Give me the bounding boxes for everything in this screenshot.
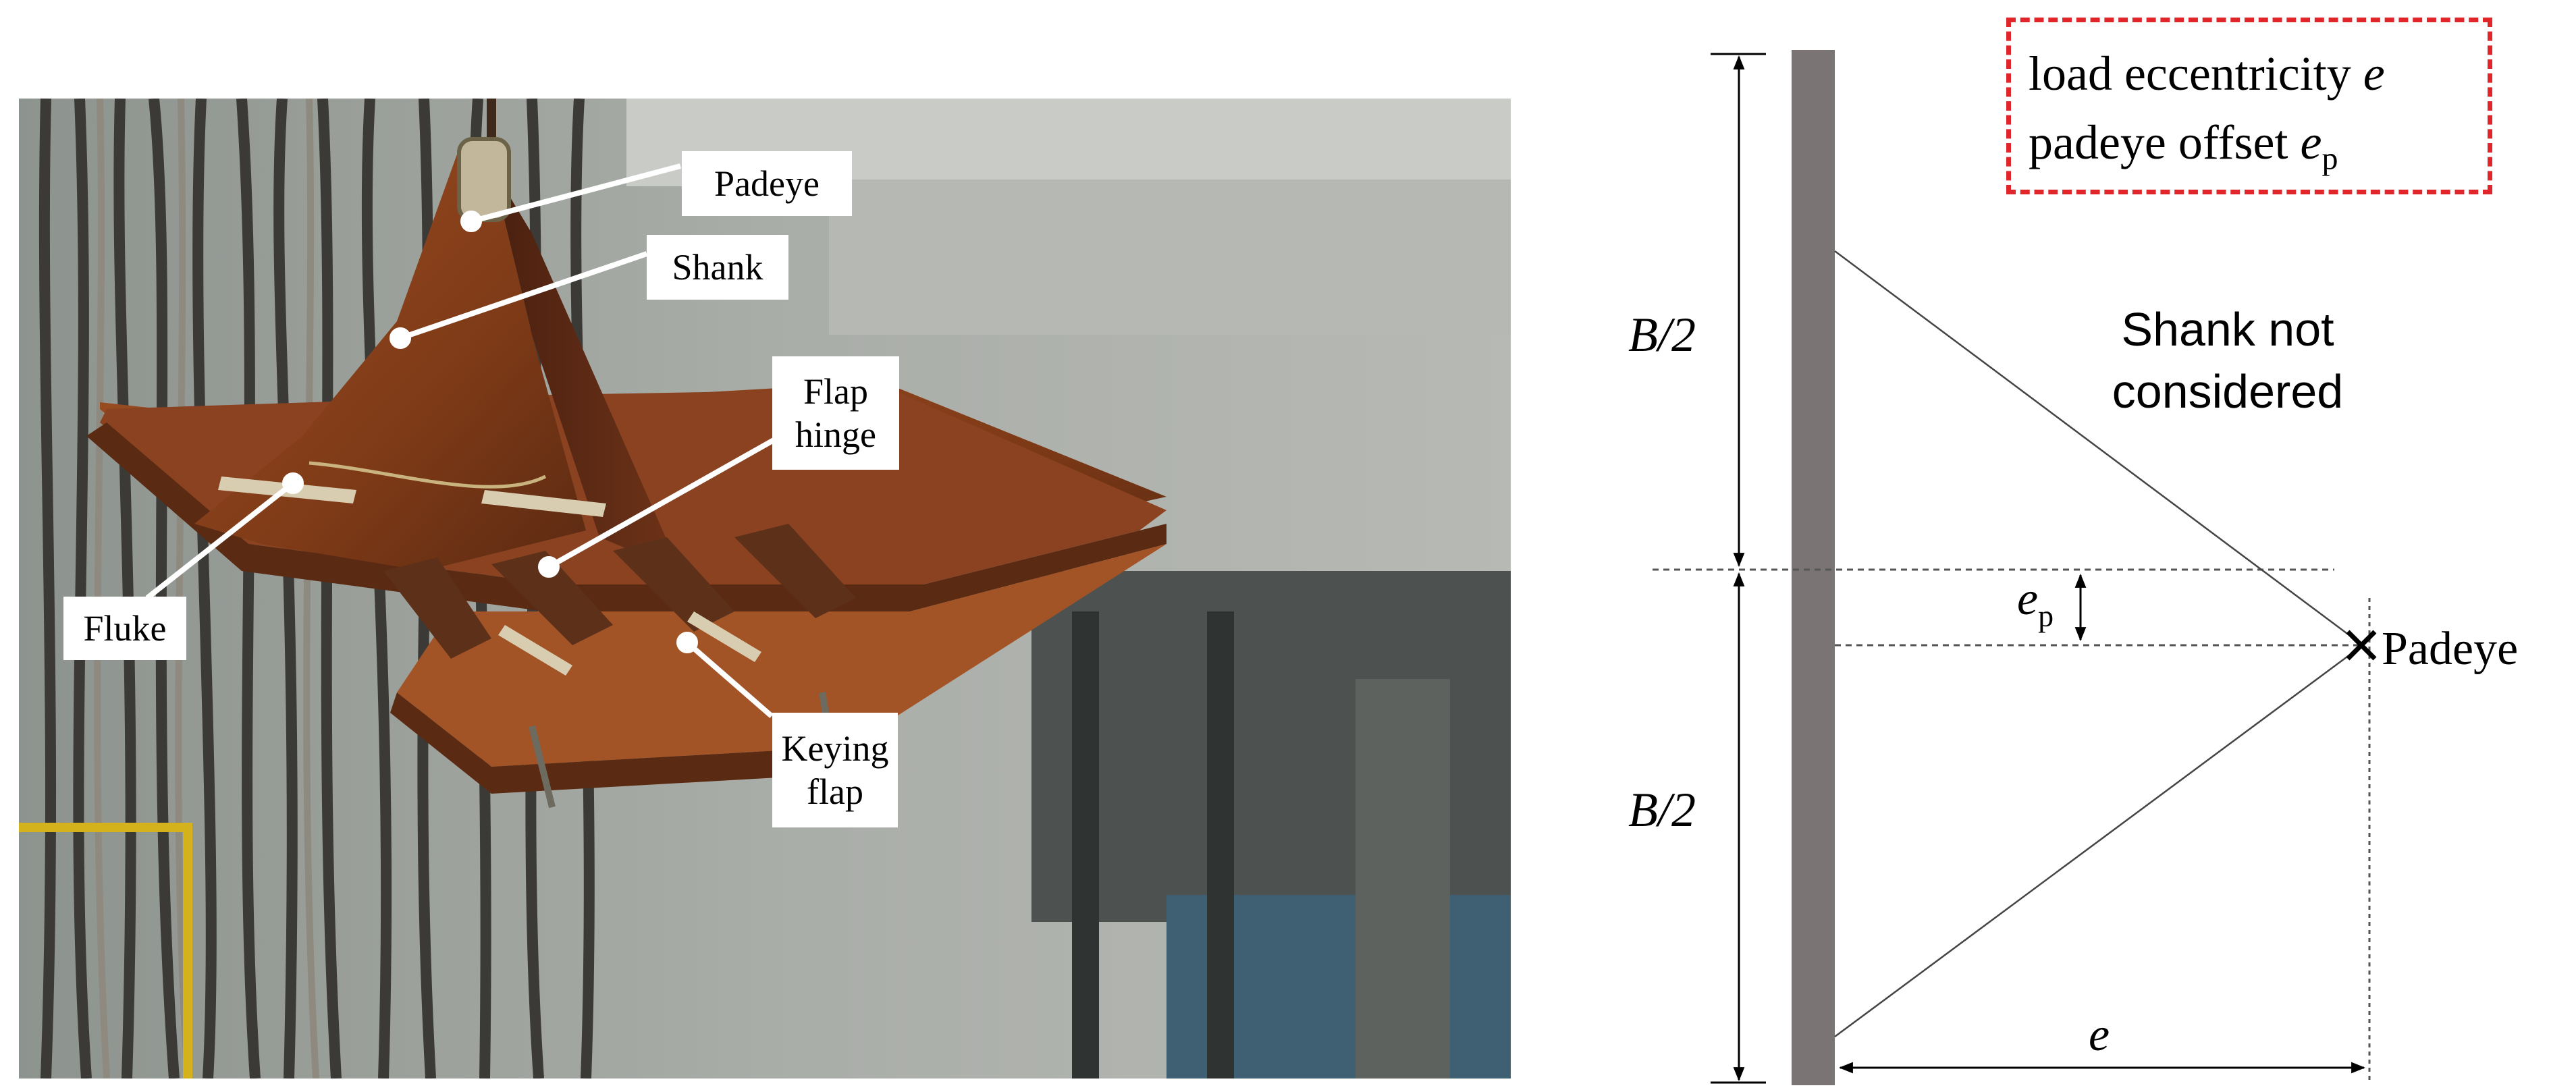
legend-line-eccentricity: load eccentricity e xyxy=(2029,45,2385,102)
platform-wall xyxy=(829,180,1511,335)
label-keying-flap-line1: Keying xyxy=(781,728,889,769)
schematic-diagram: B/2 B/2 ep Padeye e Shank not considered xyxy=(1628,50,2518,1085)
padeye-marker xyxy=(2346,630,2377,661)
label-fluke: Fluke xyxy=(63,597,186,660)
anchor-plate xyxy=(1792,50,1835,1085)
label-keying-flap: Keying flap xyxy=(772,713,898,827)
keying-flap-edge xyxy=(390,692,849,794)
legend-offset-symbol: e xyxy=(2300,115,2322,169)
anchor-photo-panel: Padeye Shank Flap hinge Fluke Keying fla… xyxy=(19,99,1511,1079)
label-keying-flap-line2: flap xyxy=(807,771,863,812)
load-line-lower xyxy=(1834,644,2363,1038)
callout-leaders xyxy=(145,163,776,719)
legend-line-offset: padeye offset ep xyxy=(2029,114,2338,187)
rope xyxy=(308,461,547,489)
keying-flap-plate xyxy=(397,544,1166,767)
upper-half-label: B/2 xyxy=(1628,308,1696,362)
legend-box: load eccentricity e padeye offset ep xyxy=(2006,18,2492,194)
shank-note-line1: Shank not xyxy=(2121,303,2334,356)
padeye-offset-label: ep xyxy=(2017,573,2054,633)
shank-web xyxy=(491,166,680,571)
label-shank: Shank xyxy=(647,235,788,300)
shank-note-line2: considered xyxy=(2112,365,2343,418)
lower-half-label: B/2 xyxy=(1628,783,1696,837)
label-flap-hinge: Flap hinge xyxy=(772,356,899,470)
column-c xyxy=(1356,679,1450,1079)
flap-hinges xyxy=(383,524,856,659)
legend-offset-text: padeye offset xyxy=(2029,115,2301,169)
legend-eccentricity-text: load eccentricity xyxy=(2029,47,2363,101)
fluke-edge xyxy=(86,422,1166,611)
load-line-upper xyxy=(1834,250,2363,647)
yellow-rail xyxy=(19,823,192,1079)
column-b xyxy=(1207,611,1234,1079)
eccentricity-label: e xyxy=(2089,1009,2110,1061)
padeye-shackle xyxy=(457,137,511,222)
label-padeye: Padeye xyxy=(682,151,852,216)
legend-eccentricity-symbol: e xyxy=(2363,47,2385,101)
column-a xyxy=(1072,611,1099,1079)
label-flap-hinge-line2: hinge xyxy=(795,414,876,455)
legend-offset-subscript: p xyxy=(2322,140,2338,177)
padeye-label: Padeye xyxy=(2382,623,2518,675)
shank-plate xyxy=(194,153,586,571)
label-flap-hinge-line1: Flap xyxy=(803,371,868,412)
